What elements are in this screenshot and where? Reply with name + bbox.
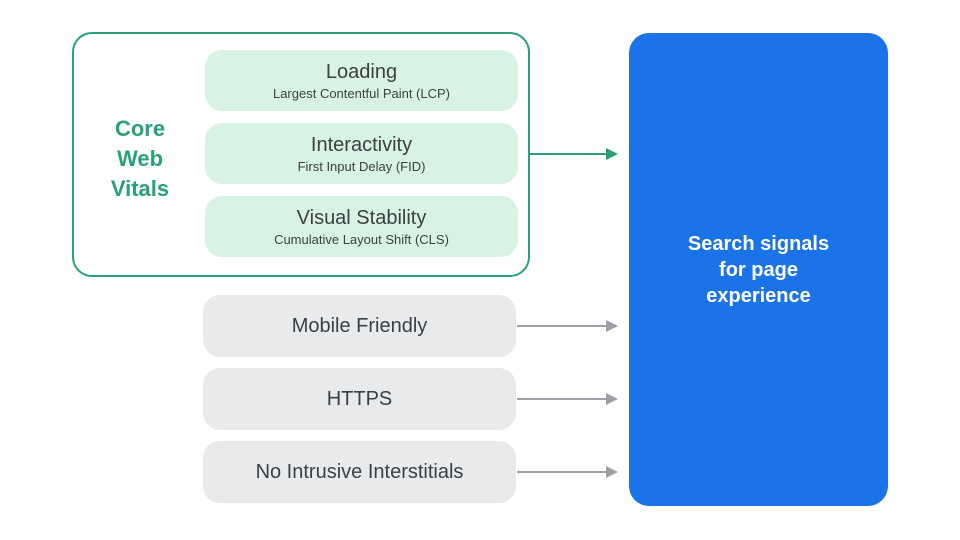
search-signals-label: Search signals for page experience: [687, 232, 830, 307]
arrow-head-icon: [606, 320, 618, 332]
vital-title-interactivity: Interactivity: [310, 133, 413, 156]
core-web-vitals-group: Core Web Vitals Loading Largest Contentf…: [72, 32, 530, 277]
arrow-head-icon: [606, 148, 618, 160]
arrow-line: [517, 471, 608, 473]
search-signals-box: Search signals for page experience: [629, 33, 888, 506]
core-web-vitals-label: Core Web Vitals: [110, 116, 170, 201]
arrow-head-icon: [606, 466, 618, 478]
signal-label-https: HTTPS: [326, 387, 393, 410]
vital-card-interactivity: Interactivity First Input Delay (FID): [205, 123, 518, 184]
arrow-line: [517, 398, 608, 400]
arrow-core-web-vitals: [530, 146, 618, 162]
vital-card-visual-stability: Visual Stability Cumulative Layout Shift…: [205, 196, 518, 257]
vital-card-loading: Loading Largest Contentful Paint (LCP): [205, 50, 518, 111]
arrow-https: [517, 391, 618, 407]
vital-subtitle-lcp: Largest Contentful Paint (LCP): [272, 85, 451, 101]
arrow-no-intrusive-interstitials: [517, 464, 618, 480]
arrow-line: [517, 325, 608, 327]
signal-pill-mobile-friendly: Mobile Friendly: [203, 295, 516, 357]
signal-pill-no-intrusive-interstitials: No Intrusive Interstitials: [203, 441, 516, 503]
vital-subtitle-fid: First Input Delay (FID): [297, 158, 426, 174]
vital-title-visual-stability: Visual Stability: [296, 206, 427, 229]
vital-title-loading: Loading: [325, 60, 398, 83]
signal-label-no-intrusive-interstitials: No Intrusive Interstitials: [255, 460, 464, 483]
vital-subtitle-cls: Cumulative Layout Shift (CLS): [274, 231, 449, 247]
arrow-mobile-friendly: [517, 318, 618, 334]
arrow-line: [530, 153, 608, 155]
signal-label-mobile-friendly: Mobile Friendly: [291, 314, 428, 337]
signal-pill-https: HTTPS: [203, 368, 516, 430]
arrow-head-icon: [606, 393, 618, 405]
